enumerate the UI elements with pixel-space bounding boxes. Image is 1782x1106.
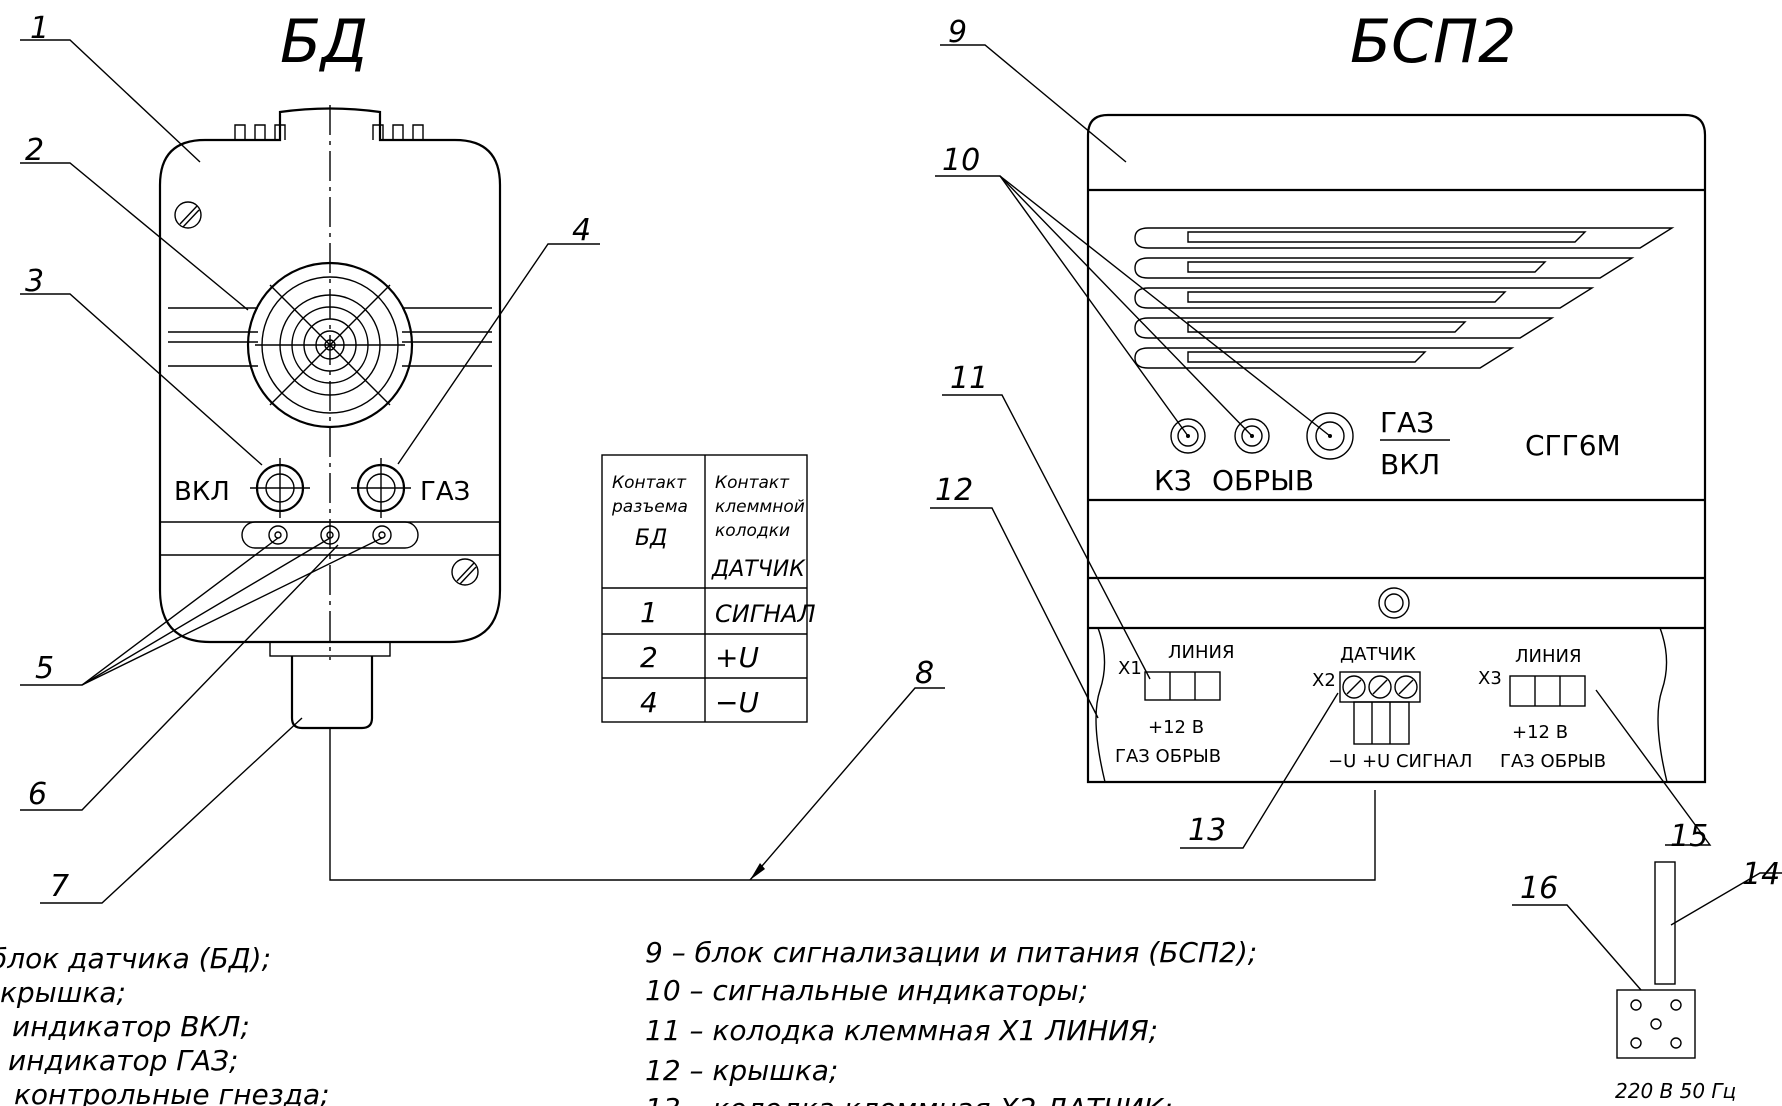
label-obryv: ОБРЫВ [1212, 464, 1314, 497]
bd-sensor-block: ВКЛ ГАЗ [158, 105, 502, 730]
legend-item: 9 – блок сигнализации и питания (БСП2); [645, 936, 1257, 969]
legend-item: контрольные гнезда; [14, 1078, 330, 1106]
callout-2: 2 [25, 133, 44, 168]
label-vkl: ВКЛ [174, 477, 230, 507]
leader-lines [20, 39, 1782, 991]
screw-icon [451, 558, 479, 586]
callout-9: 9 [948, 15, 967, 50]
callout-3: 3 [25, 264, 44, 299]
indicator-kz-icon [1170, 418, 1206, 454]
callout-numbers: 1 2 3 4 5 6 7 8 9 10 11 12 13 14 15 16 [25, 11, 1780, 906]
title-bd: БД [280, 7, 368, 77]
label-x1: X1 [1118, 658, 1142, 679]
callout-12: 12 [935, 473, 973, 508]
table-header2-line3: колодки [715, 521, 790, 541]
callout-7: 7 [50, 869, 69, 904]
table-header2-line1: Контакт [715, 473, 790, 493]
callout-1: 1 [30, 11, 49, 46]
label-x3-bottom: ГАЗ ОБРЫВ [1500, 751, 1606, 772]
label-x3-voltage: +12 В [1512, 722, 1568, 743]
legend-item: блок датчика (БД); [0, 942, 271, 975]
label-x2: X2 [1312, 670, 1336, 691]
label-gaz: ГАЗ [420, 477, 470, 507]
table-cell: −U [715, 686, 759, 719]
legend-item: 11 – колодка клеммная X1 ЛИНИЯ; [645, 1014, 1158, 1047]
terminal-block-x3 [1509, 675, 1586, 707]
label-x2-bottom: −U +U СИГНАЛ [1328, 751, 1472, 772]
cable-line [329, 728, 1376, 881]
label-x1-line: ЛИНИЯ [1168, 642, 1235, 663]
indicator-gaz-vkl-icon [1306, 412, 1354, 460]
label-x3: X3 [1478, 668, 1502, 689]
screw-icon [1378, 587, 1410, 619]
legend-item: индикатор ВКЛ; [12, 1010, 250, 1043]
screw-icon [174, 201, 202, 229]
label-x1-voltage: +12 В [1148, 717, 1204, 738]
callout-10: 10 [942, 143, 980, 178]
indicator-gaz-icon [351, 458, 411, 518]
table-cell: 4 [640, 686, 658, 719]
callout-8: 8 [915, 656, 934, 691]
callout-14: 14 [1742, 857, 1780, 892]
table-cell: СИГНАЛ [715, 600, 816, 628]
label-vkl: ВКЛ [1380, 448, 1440, 481]
callout-4: 4 [572, 213, 591, 248]
table-cell: +U [715, 641, 759, 674]
plug-label: 220 В 50 Гц [1615, 1079, 1736, 1103]
callout-13: 13 [1188, 813, 1226, 848]
bsp2-unit: КЗ ОБРЫВ ГАЗ ВКЛ СГГ6М X1 ЛИНИЯ +12 В ГА… [1086, 113, 1707, 784]
legend-right: 9 – блок сигнализации и питания (БСП2); … [645, 936, 1257, 1106]
table-header1-line3: БД [635, 526, 667, 551]
label-kz: КЗ [1154, 464, 1192, 497]
callout-16: 16 [1520, 871, 1558, 906]
legend-left: блок датчика (БД); крышка; индикатор ВКЛ… [0, 942, 330, 1106]
title-bsp2: БСП2 [1350, 7, 1516, 77]
terminal-block-x1 [1144, 671, 1221, 701]
indicator-vkl-icon [250, 458, 310, 518]
callout-11: 11 [950, 361, 988, 396]
callout-6: 6 [28, 777, 47, 812]
power-plug-icon [1616, 861, 1696, 1059]
label-x1-bottom: ГАЗ ОБРЫВ [1115, 746, 1221, 767]
table-header2-line2: клеммной [715, 497, 805, 517]
legend-item: 12 – крышка; [645, 1054, 838, 1087]
terminal-block-x2 [1339, 671, 1421, 745]
table-header2-line4: ДАТЧИК [711, 557, 806, 582]
callout-15: 15 [1670, 819, 1708, 854]
sensor-head [246, 261, 414, 429]
label-model: СГГ6М [1525, 429, 1621, 462]
table-header1-line1: Контакт [612, 473, 687, 493]
test-socket-icon [268, 525, 288, 545]
table-cell: 2 [640, 641, 658, 674]
callout-5: 5 [35, 651, 54, 686]
legend-item: 10 – сигнальные индикаторы; [645, 974, 1088, 1007]
legend-item: крышка; [0, 976, 126, 1009]
contact-table: Контакт разъема БД Контакт клеммной коло… [601, 454, 816, 723]
legend-item: 13 – колодка клеммная X2 ДАТЧИК; [645, 1092, 1173, 1106]
table-cell: 1 [640, 596, 658, 629]
label-gaz: ГАЗ [1380, 406, 1434, 439]
label-x3-line: ЛИНИЯ [1515, 646, 1582, 667]
table-header1-line2: разъема [611, 497, 688, 517]
legend-item: индикатор ГАЗ; [8, 1044, 238, 1077]
label-x2-sensor: ДАТЧИК [1340, 644, 1416, 665]
